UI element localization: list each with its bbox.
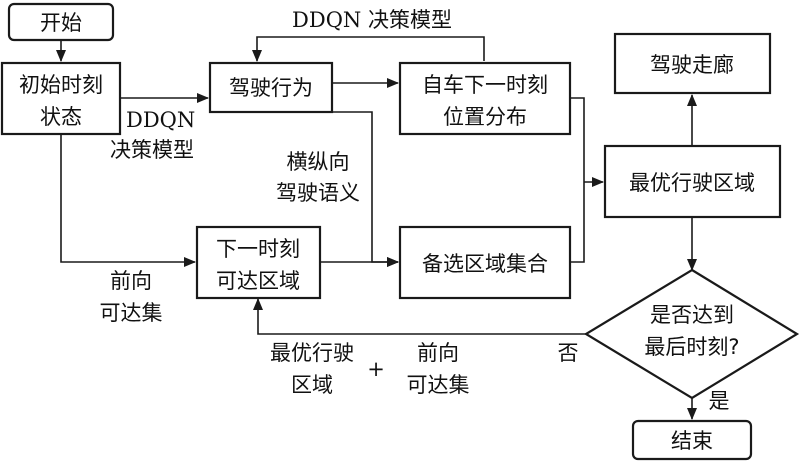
label-semantics-2: 驾驶语义 (276, 181, 360, 205)
arrow-initial-to-reachable (60, 134, 196, 267)
driving-corridor-node: 驾驶走廊 (613, 32, 772, 95)
arrow-ddqn-loop (252, 36, 485, 62)
end-node: 结束 (631, 419, 753, 461)
candidate-set-node: 备选区域集合 (398, 225, 572, 300)
label-ddqn-top: DDQN 决策模型 (292, 8, 452, 32)
initial-state-line2: 状态 (40, 105, 82, 129)
connector-candidate-right (570, 182, 585, 263)
label-ddqn-left-2: 决策模型 (110, 138, 194, 162)
label-semantics-1: 横纵向 (287, 150, 350, 174)
label-forward-reachable-1: 前向 (110, 269, 152, 293)
optimal-region-node: 最优行驶区域 (603, 144, 782, 219)
label-feedback-optimal-1: 最优行驶 (270, 341, 354, 365)
initial-state-node: 初始时刻 状态 (0, 61, 122, 136)
arrow-decision-no-loop (253, 298, 586, 335)
next-reachable-line1: 下一时刻 (216, 237, 300, 261)
driving-behavior-node: 驾驶行为 (208, 61, 334, 114)
label-feedback-reachable-1: 前向 (417, 341, 459, 365)
label-feedback-optimal-2: 区域 (291, 373, 333, 397)
decision-node: 是否达到 最后时刻? (583, 268, 800, 400)
label-yes: 是 (709, 389, 730, 413)
label-no: 否 (558, 341, 579, 365)
label-ddqn-left-1: DDQN (126, 108, 195, 132)
connector-position-right (570, 97, 585, 182)
label-feedback-reachable-2: 可达集 (407, 373, 470, 397)
next-reachable-node: 下一时刻 可达区域 (195, 225, 322, 300)
next-reachable-line2: 可达区域 (216, 269, 300, 293)
ego-position-line1: 自车下一时刻 (422, 73, 548, 97)
label-plus: + (367, 357, 385, 381)
decision-line2: 最后时刻? (644, 335, 739, 359)
driving-behavior-label: 驾驶行为 (229, 76, 313, 100)
end-label: 结束 (671, 429, 713, 453)
ego-position-line2: 位置分布 (443, 105, 527, 129)
ego-position-node: 自车下一时刻 位置分布 (398, 61, 572, 136)
optimal-region-label: 最优行驶区域 (629, 171, 755, 195)
initial-state-line1: 初始时刻 (19, 73, 103, 97)
label-forward-reachable-2: 可达集 (100, 301, 163, 325)
start-node: 开始 (7, 2, 115, 42)
start-label: 开始 (40, 11, 82, 35)
decision-line1: 是否达到 (650, 303, 734, 327)
candidate-set-label: 备选区域集合 (422, 252, 548, 276)
driving-corridor-label: 驾驶走廊 (650, 53, 734, 77)
